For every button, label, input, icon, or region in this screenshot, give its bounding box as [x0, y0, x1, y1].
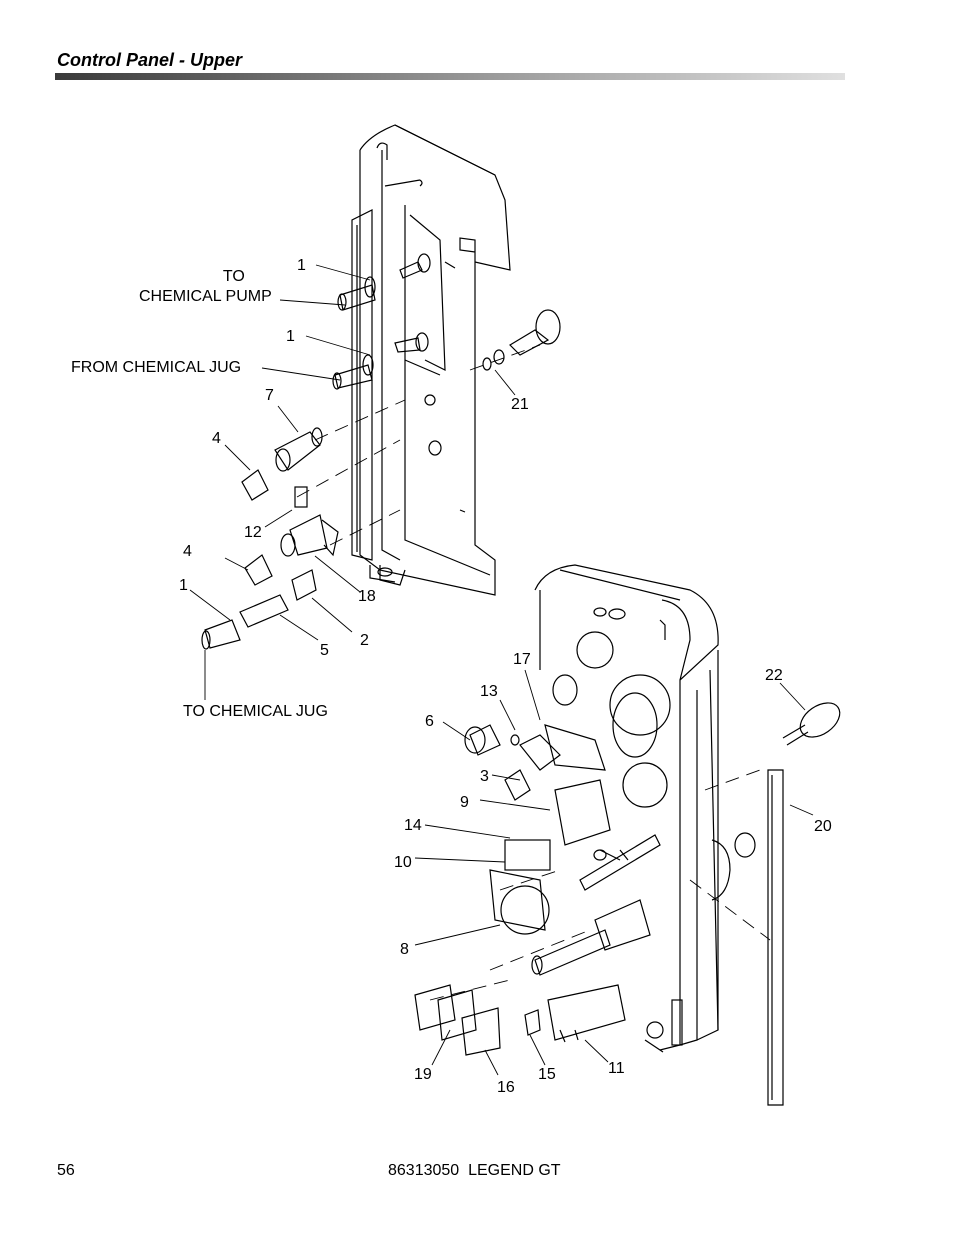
callout-1-low: 1: [179, 577, 188, 594]
callout-18: 18: [358, 588, 376, 605]
callout-2: 2: [360, 632, 369, 649]
callout-20: 20: [814, 818, 832, 835]
callout-16: 16: [497, 1079, 515, 1096]
upper-panel-outline: [351, 124, 511, 596]
lower-panel-outline: [534, 564, 719, 1053]
switch-parts: [414, 984, 626, 1056]
upper-fittings: [332, 253, 431, 390]
callout-11: 11: [608, 1060, 625, 1077]
callout-6: 6: [425, 713, 434, 730]
dashed-assembly-lines: [296, 344, 771, 1001]
callout-4-top: 4: [212, 430, 221, 447]
callout-1-mid: 1: [286, 328, 295, 345]
part-20-strip: [767, 769, 784, 1106]
document-id: 86313050 LEGEND GT: [388, 1162, 561, 1179]
label-to-chemical-jug: TO CHEMICAL JUG: [183, 703, 328, 720]
callout-1-top: 1: [297, 257, 306, 274]
callout-7: 7: [265, 387, 274, 404]
callout-9: 9: [460, 794, 469, 811]
callout-21: 21: [511, 396, 529, 413]
callout-10: 10: [394, 854, 412, 871]
callout-12: 12: [244, 524, 262, 541]
lower-components: [464, 631, 756, 976]
label-to-chemical-pump-line2: CHEMICAL PUMP: [139, 288, 272, 305]
callout-14: 14: [404, 817, 422, 834]
callout-4-low: 4: [183, 543, 192, 560]
callout-8: 8: [400, 941, 409, 958]
callout-17: 17: [513, 651, 531, 668]
part-21-knob: [482, 309, 561, 371]
callout-19: 19: [414, 1066, 432, 1083]
page-number: 56: [57, 1162, 75, 1179]
title-rule: [55, 73, 845, 80]
part-22-key: [782, 702, 841, 746]
leader-lines: [189, 264, 814, 1076]
callout-15: 15: [538, 1066, 556, 1083]
callout-13: 13: [480, 683, 498, 700]
label-to-chemical-pump-line1: TO: [222, 268, 245, 285]
label-to-chemical-pump: TO CHEMICAL PUMP: [139, 267, 272, 307]
callout-22: 22: [765, 667, 783, 684]
tee-valve-assembly: [201, 427, 339, 650]
page-title: Control Panel - Upper: [57, 50, 243, 70]
callout-3: 3: [480, 768, 489, 785]
callout-5: 5: [320, 642, 329, 659]
label-from-chemical-jug: FROM CHEMICAL JUG: [71, 359, 242, 376]
